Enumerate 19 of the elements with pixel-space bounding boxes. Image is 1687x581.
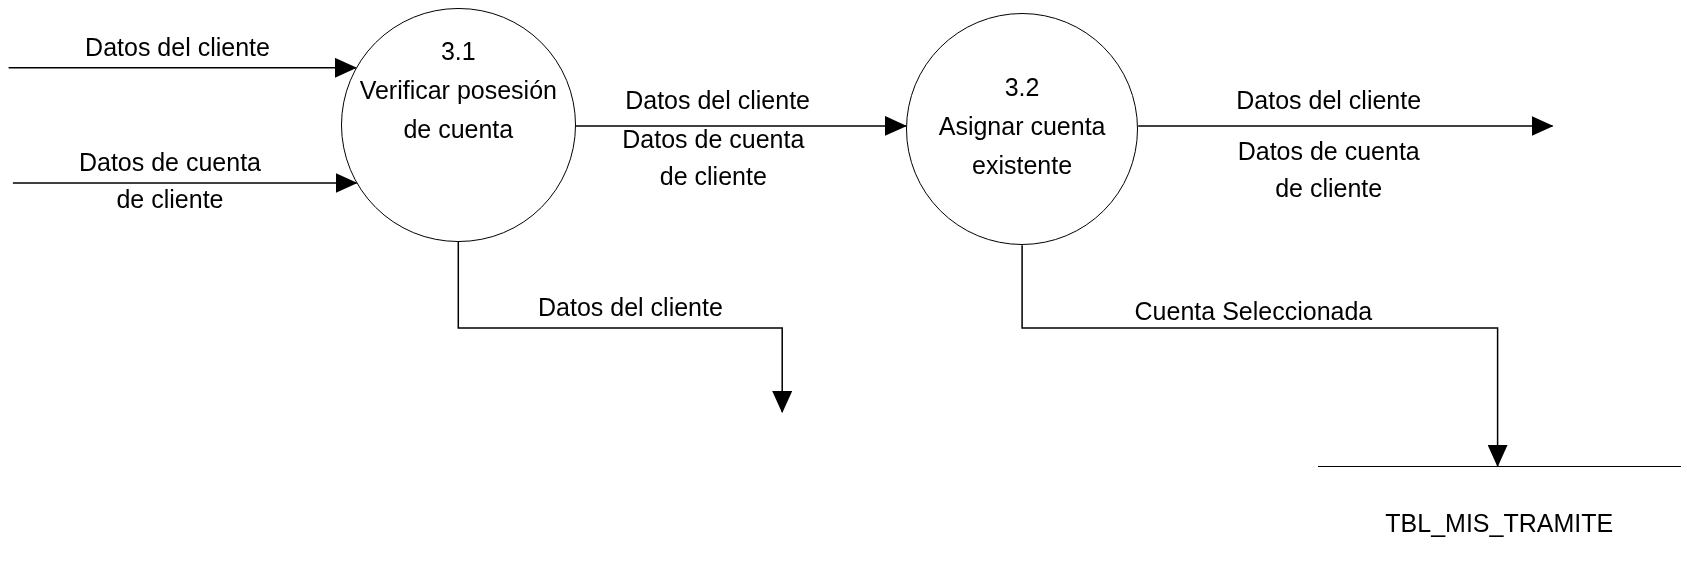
edge-label: Datos de cuenta de cliente: [77, 147, 262, 216]
process-label: Asignar cuenta existente: [937, 110, 1107, 181]
arrow: [12, 172, 358, 193]
process-number: 3.1: [439, 36, 477, 68]
edge-label: Datos del cliente: [1235, 84, 1423, 116]
arrow: [574, 115, 907, 136]
arrow: [1137, 115, 1554, 136]
arrow: [457, 241, 793, 414]
edge-label: Datos del cliente: [84, 32, 271, 64]
edge-label: Datos del cliente: [537, 292, 724, 324]
arrow: [1021, 244, 1508, 467]
data-store-label: TBL_MIS_TRAMITE: [1384, 508, 1615, 540]
arrow: [7, 57, 357, 78]
process-number: 3.2: [1003, 71, 1041, 103]
edge-label: Datos del cliente: [624, 84, 811, 116]
process-label: Verificar posesión de cuenta: [358, 75, 558, 146]
flow-label: Datos de cuenta de cliente: [621, 123, 806, 192]
edge-label: Cuenta Seleccionada: [1133, 295, 1374, 327]
flow-label: Datos de cuenta de cliente: [1236, 136, 1421, 205]
